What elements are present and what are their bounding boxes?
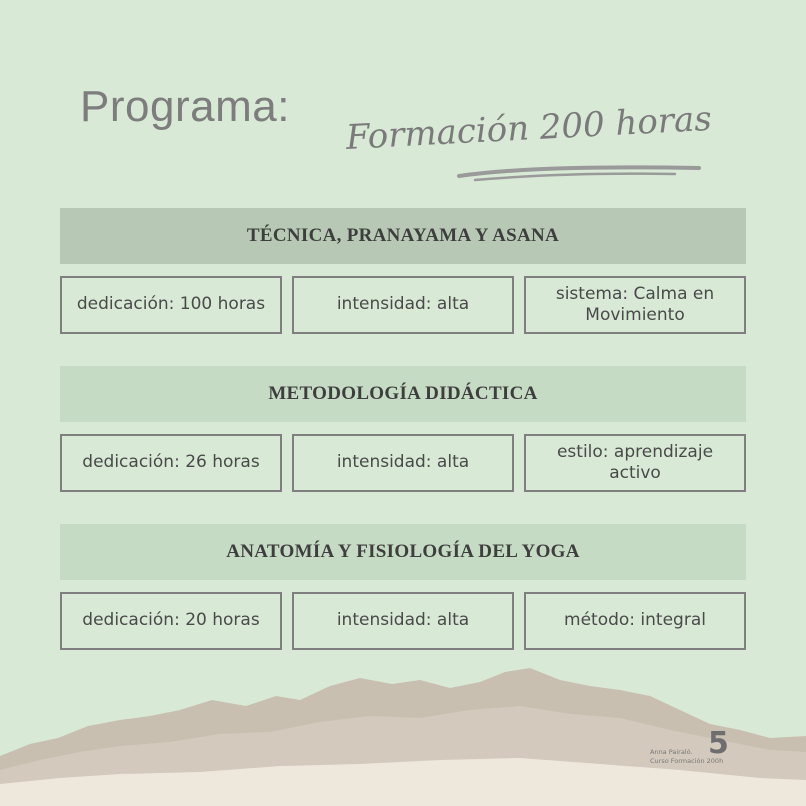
footer-credit: Anna Pairaló. Curso Formación 200h [650,748,723,766]
footer-author: Anna Pairaló. [650,748,693,756]
script-subtitle: Formación 200 horas [344,98,713,158]
intensity-cell: intensidad: alta [292,276,514,334]
intensity-cell: intensidad: alta [292,592,514,650]
section-heading-metodologia: METODOLOGÍA DIDÁCTICA [60,366,746,422]
system-cell: sistema: Calma en Movimiento [524,276,746,334]
intensity-cell: intensidad: alta [292,434,514,492]
page-title: Programa: [80,82,290,131]
dedication-cell: dedicación: 26 horas [60,434,282,492]
page-number: 5 [708,726,729,761]
style-cell: estilo: aprendizaje activo [524,434,746,492]
brush-underline-icon [457,165,701,182]
section-heading-tecnica: TÉCNICA, PRANAYAMA Y ASANA [60,208,746,264]
footer-course: Curso Formación 200h [650,756,724,765]
dedication-cell: dedicación: 20 horas [60,592,282,650]
section-heading-anatomia: ANATOMÍA Y FISIOLOGÍA DEL YOGA [60,524,746,580]
torn-paper-decoration [0,668,806,806]
dedication-cell: dedicación: 100 horas [60,276,282,334]
method-cell: método: integral [524,592,746,650]
